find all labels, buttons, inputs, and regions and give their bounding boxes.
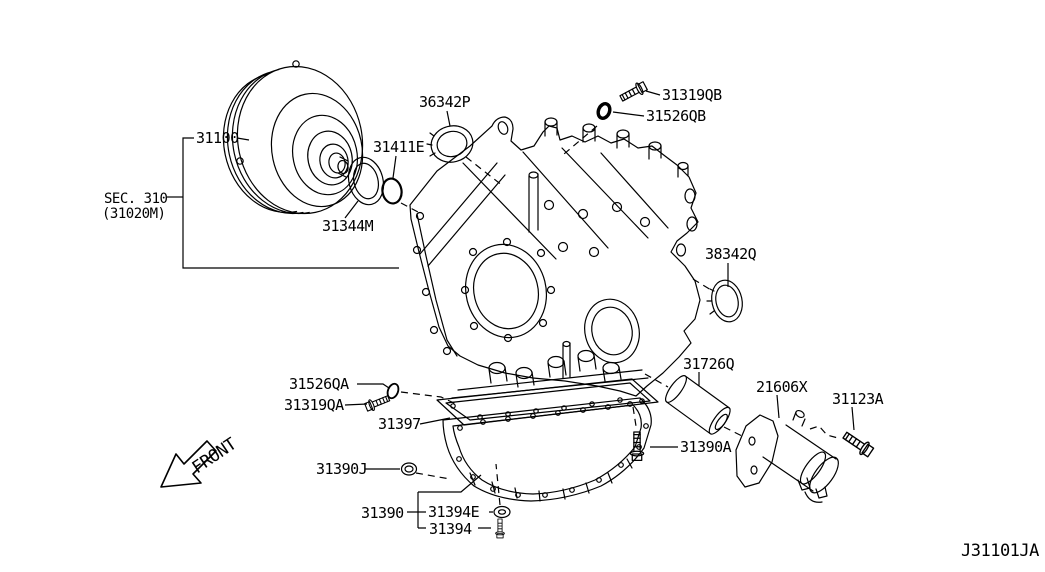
part-label-38342q[interactable]: 38342Q bbox=[705, 245, 757, 263]
part-label-31411e[interactable]: 31411E bbox=[373, 138, 425, 156]
part-label-31526qb[interactable]: 31526QB bbox=[646, 107, 707, 125]
part-label-31394e[interactable]: 31394E bbox=[428, 503, 480, 521]
part-label-31526qa[interactable]: 31526QA bbox=[289, 375, 350, 393]
leader-lines bbox=[167, 90, 855, 529]
oil-seal-31344m bbox=[347, 156, 385, 206]
part-label-31390[interactable]: 31390 bbox=[361, 504, 405, 522]
part-label-31319qa[interactable]: 31319QA bbox=[284, 396, 345, 414]
bolt-31319qb bbox=[619, 81, 648, 102]
front-direction-indicator: FRONT bbox=[160, 434, 241, 488]
oring-31526qb bbox=[596, 102, 612, 120]
oil-cooler-drawing bbox=[735, 409, 839, 503]
valve-body-drawing bbox=[451, 340, 649, 399]
part-labels: SEC. 310 (31020M) 31100 31344M 31411E 36… bbox=[102, 86, 1040, 561]
part-label-36342p[interactable]: 36342P bbox=[419, 93, 471, 111]
front-label: FRONT bbox=[189, 434, 241, 478]
oil-seal-36342p bbox=[426, 125, 474, 163]
part-label-31397[interactable]: 31397 bbox=[378, 415, 421, 433]
bolt-31319qa bbox=[364, 395, 391, 412]
diagram-code: J31101JA bbox=[961, 541, 1039, 561]
part-label-31394[interactable]: 31394 bbox=[429, 520, 473, 538]
bolt-31123a bbox=[842, 431, 875, 458]
washer-31394e bbox=[493, 505, 511, 519]
drain-plug-31394 bbox=[495, 518, 505, 539]
oil-seal-38342q bbox=[706, 279, 743, 323]
part-label-31100[interactable]: 31100 bbox=[196, 129, 240, 147]
oil-pan-drawing bbox=[442, 397, 652, 502]
bolt-31390a bbox=[629, 431, 645, 461]
part-label-31390j[interactable]: 31390J bbox=[316, 460, 368, 478]
section-ref-label[interactable]: SEC. 310 bbox=[104, 191, 168, 207]
oring-31526qa bbox=[386, 382, 400, 400]
part-label-31344m[interactable]: 31344M bbox=[322, 217, 374, 235]
part-label-31390a[interactable]: 31390A bbox=[680, 438, 732, 456]
plug-31390j bbox=[400, 462, 418, 476]
front-arrow-icon bbox=[160, 440, 217, 488]
dashed-assembly-lines bbox=[400, 125, 839, 506]
section-ref-sub[interactable]: (31020M) bbox=[102, 206, 166, 222]
pan-gasket-drawing bbox=[436, 378, 659, 426]
part-label-21606x[interactable]: 21606X bbox=[756, 378, 808, 396]
snap-ring-31411e bbox=[381, 177, 403, 205]
oil-filter-drawing bbox=[664, 375, 731, 435]
part-label-31319qb[interactable]: 31319QB bbox=[662, 86, 723, 104]
part-label-31123a[interactable]: 31123A bbox=[832, 390, 884, 408]
torque-converter-drawing bbox=[222, 60, 364, 215]
transaxle-case-drawing bbox=[409, 116, 701, 397]
part-label-31726q[interactable]: 31726Q bbox=[683, 355, 735, 373]
